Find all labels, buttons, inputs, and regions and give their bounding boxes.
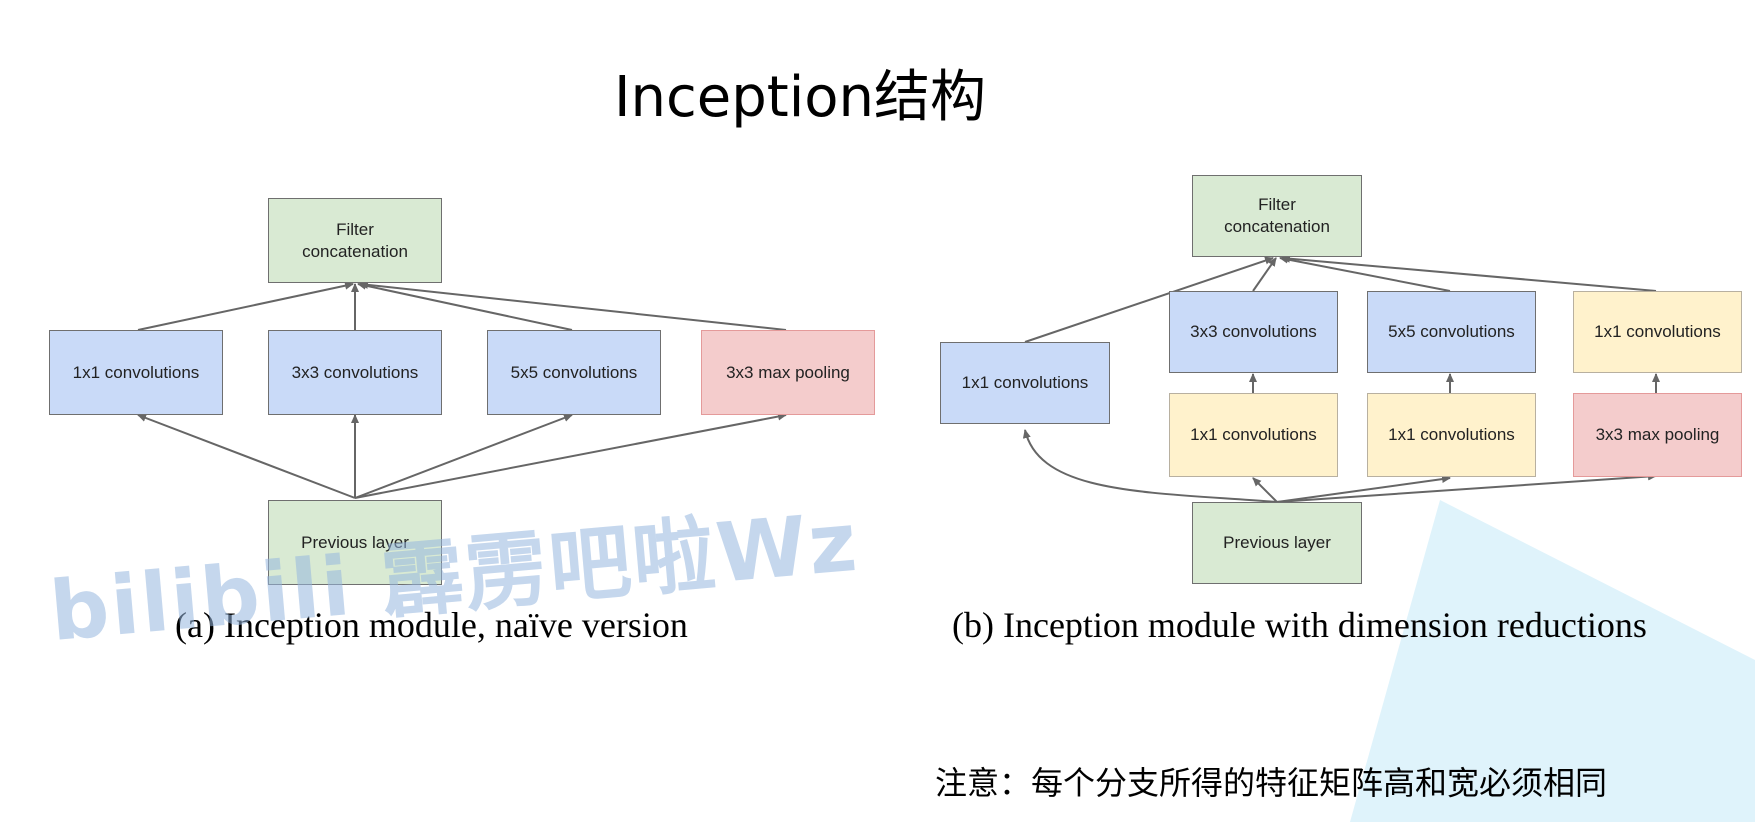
arrow-a-prev-to-1x1	[137, 414, 356, 499]
note-text: 注意：每个分支所得的特征矩阵高和宽必须相同	[935, 764, 1608, 802]
a-branch-1x1-label: 1x1 convolutions	[72, 362, 200, 382]
b-filter-concatenation-label: Filter concatenation	[1224, 195, 1330, 236]
b-lower-1x1-b: 1x1 convolutions	[1367, 393, 1536, 477]
a-branch-3x3-label: 3x3 convolutions	[291, 362, 419, 382]
b-lower-pool-label: 3x3 max pooling	[1595, 425, 1720, 444]
b-previous-layer: Previous layer	[1192, 502, 1362, 584]
a-branch-5x5: 5x5 convolutions	[487, 330, 661, 415]
caption-a: (a) Inception module, naïve version	[175, 605, 688, 645]
arrow-b-branch1-to-concat	[1024, 256, 1274, 343]
b-upper-5x5-label: 5x5 convolutions	[1388, 322, 1515, 341]
arrow-a-prev-to-pool	[354, 412, 787, 499]
a-filter-concatenation-label: Filter concatenation	[302, 219, 408, 261]
a-branch-pool-label: 3x3 max pooling	[726, 362, 850, 382]
b-branch1-1x1-label: 1x1 convolutions	[961, 373, 1089, 392]
b-upper-1x1-label: 1x1 convolutions	[1594, 322, 1721, 341]
arrow-a-prev-to-5x5	[354, 414, 573, 499]
arrow-b-prev-to-lower3	[1276, 472, 1657, 503]
b-lower-pool: 3x3 max pooling	[1573, 393, 1742, 477]
a-branch-pool: 3x3 max pooling	[701, 330, 875, 415]
arrow-a-5x5-to-concat	[357, 281, 573, 331]
arrow-a-1x1-to-concat	[137, 281, 354, 331]
arrow-b-prev-to-lower2	[1276, 475, 1451, 503]
b-upper-1x1: 1x1 convolutions	[1573, 291, 1742, 373]
b-upper-3x3: 3x3 convolutions	[1169, 291, 1338, 373]
a-branch-1x1: 1x1 convolutions	[49, 330, 223, 415]
arrow-b-prev-to-lower1	[1252, 477, 1278, 503]
page-title: Inception结构	[613, 65, 987, 130]
arrow-b-upper1-to-concat	[1252, 257, 1277, 292]
arrow-b-upper3-to-concat	[1281, 254, 1657, 292]
b-lower-1x1-b-label: 1x1 convolutions	[1388, 425, 1515, 444]
a-filter-concatenation: Filter concatenation	[268, 198, 442, 283]
b-upper-3x3-label: 3x3 convolutions	[1190, 322, 1317, 341]
b-previous-layer-label: Previous layer	[1223, 533, 1331, 552]
arrow-b-upper2-to-concat	[1279, 255, 1451, 292]
a-branch-5x5-label: 5x5 convolutions	[510, 362, 638, 382]
a-previous-layer-label: Previous layer	[301, 532, 409, 552]
b-lower-1x1-a: 1x1 convolutions	[1169, 393, 1338, 477]
arrow-b-prev-to-branch1	[1022, 429, 1278, 503]
arrow-a-pool-to-concat	[359, 280, 787, 331]
b-branch1-1x1: 1x1 convolutions	[940, 342, 1110, 424]
b-upper-5x5: 5x5 convolutions	[1367, 291, 1536, 373]
b-filter-concatenation: Filter concatenation	[1192, 175, 1362, 257]
a-previous-layer: Previous layer	[268, 500, 442, 585]
b-lower-1x1-a-label: 1x1 convolutions	[1190, 425, 1317, 444]
a-branch-3x3: 3x3 convolutions	[268, 330, 442, 415]
caption-b: (b) Inception module with dimension redu…	[952, 605, 1647, 645]
